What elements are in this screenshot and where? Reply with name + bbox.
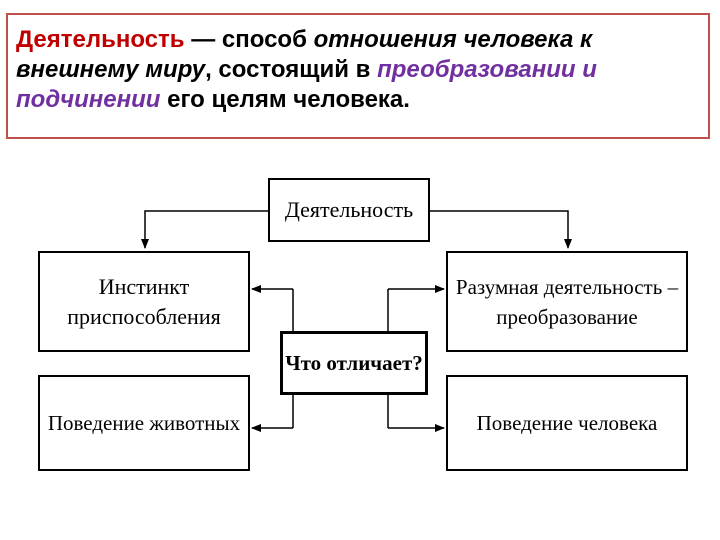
definition-term: Деятельность (16, 26, 185, 53)
node-reason: Разумная деятельность – преобразование (446, 251, 688, 352)
node-reason-line-1: Разумная деятельность – (455, 274, 679, 299)
node-instinct-line-1: Инстинкт (98, 273, 190, 299)
arrow-top-to-reason (430, 210, 572, 249)
node-reason-line-2: преобразование (496, 304, 638, 329)
definition-tail: его целям человека. (160, 86, 410, 113)
node-activity-label: Деятельность (284, 197, 414, 222)
node-animal-behavior-label: Поведение животных (47, 410, 241, 435)
definition-phrase-1: отношения человека к внешнему миру (16, 26, 593, 83)
definition-text: Деятельность — способ отношения человека… (16, 25, 706, 115)
node-instinct-line-2: приспособления (67, 303, 221, 329)
definition-phrase-2: преобразовании и подчинении (16, 56, 597, 113)
definition-box: Деятельность — способ отношения человека… (6, 13, 710, 139)
node-question: Что отличает? (280, 331, 428, 395)
definition-mid: , состоящий в (205, 56, 378, 83)
definition-dash: — способ (184, 26, 314, 53)
node-human-behavior: Поведение человека (446, 375, 688, 471)
node-instinct: Инстинкт приспособления (38, 251, 250, 352)
node-question-label: Что отличает? (285, 350, 423, 375)
node-activity: Деятельность (268, 178, 430, 242)
node-animal-behavior: Поведение животных (38, 375, 250, 471)
node-human-behavior-label: Поведение человека (476, 410, 658, 435)
arrow-top-to-instinct (141, 210, 268, 249)
